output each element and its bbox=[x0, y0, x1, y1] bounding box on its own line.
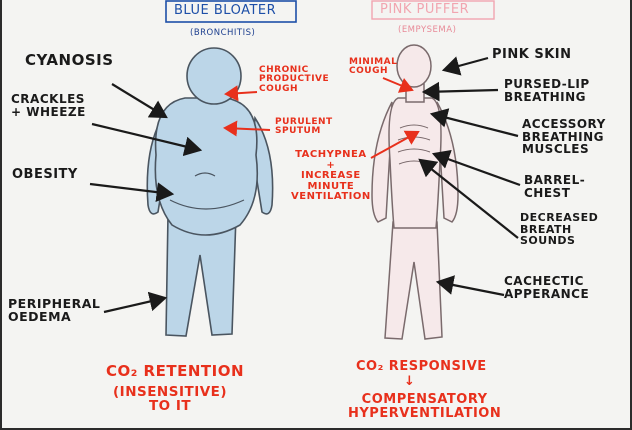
pink-down-arrow: ↓ bbox=[404, 374, 416, 389]
label-co2-responsive: CO₂ RESPONSIVE bbox=[356, 359, 487, 374]
pink-puffer-figure bbox=[371, 44, 459, 340]
label-compensatory-hyperventilation: COMPENSATORY HYPERVENTILATION bbox=[348, 392, 502, 421]
label-insensitive-to-it: (INSENSITIVE) TO IT bbox=[113, 384, 228, 415]
pink-puffer-title: PINK PUFFER bbox=[380, 2, 470, 17]
label-co2-retention: CO₂ RETENTION bbox=[106, 362, 244, 380]
label-crackles-wheeze: CRACKLES + WHEEZE bbox=[11, 92, 86, 119]
label-pink-skin: PINK SKIN bbox=[492, 47, 572, 62]
black-arrows bbox=[89, 56, 521, 314]
red-arrows bbox=[223, 77, 420, 159]
pink-puffer-subtitle: (EMPYSEMA) bbox=[398, 25, 457, 35]
label-cachectic-appearance: CACHECTIC APPERANCE bbox=[504, 274, 590, 301]
label-peripheral-oedema: PERIPHERAL OEDEMA bbox=[8, 296, 101, 325]
label-cyanosis: CYANOSIS bbox=[25, 51, 114, 69]
label-minimal-cough: MINIMAL COUGH bbox=[349, 57, 398, 77]
blue-title-box bbox=[165, 0, 297, 23]
label-tachypnea: TACHYPNEA + INCREASE MINUTE VENTILATION bbox=[291, 149, 371, 202]
label-obesity: OBESITY bbox=[12, 167, 78, 182]
label-accessory-breathing-muscles: ACCESSORY BREATHING MUSCLES bbox=[522, 117, 606, 157]
label-purulent-sputum: PURULENT SPUTUM bbox=[275, 117, 333, 137]
pink-title-box bbox=[371, 0, 495, 20]
blue-bloater-subtitle: (BRONCHITIS) bbox=[190, 28, 256, 38]
label-decreased-breath-sounds: DECREASED BREATH SOUNDS bbox=[520, 211, 599, 248]
label-chronic-productive-cough: CHRONIC PRODUCTIVE COUGH bbox=[259, 65, 330, 94]
label-pursed-lip-breathing: PURSED-LIP BREATHING bbox=[504, 77, 590, 104]
label-barrel-chest: BARREL- CHEST bbox=[524, 173, 586, 200]
blue-bloater-title: BLUE BLOATER bbox=[174, 3, 277, 18]
